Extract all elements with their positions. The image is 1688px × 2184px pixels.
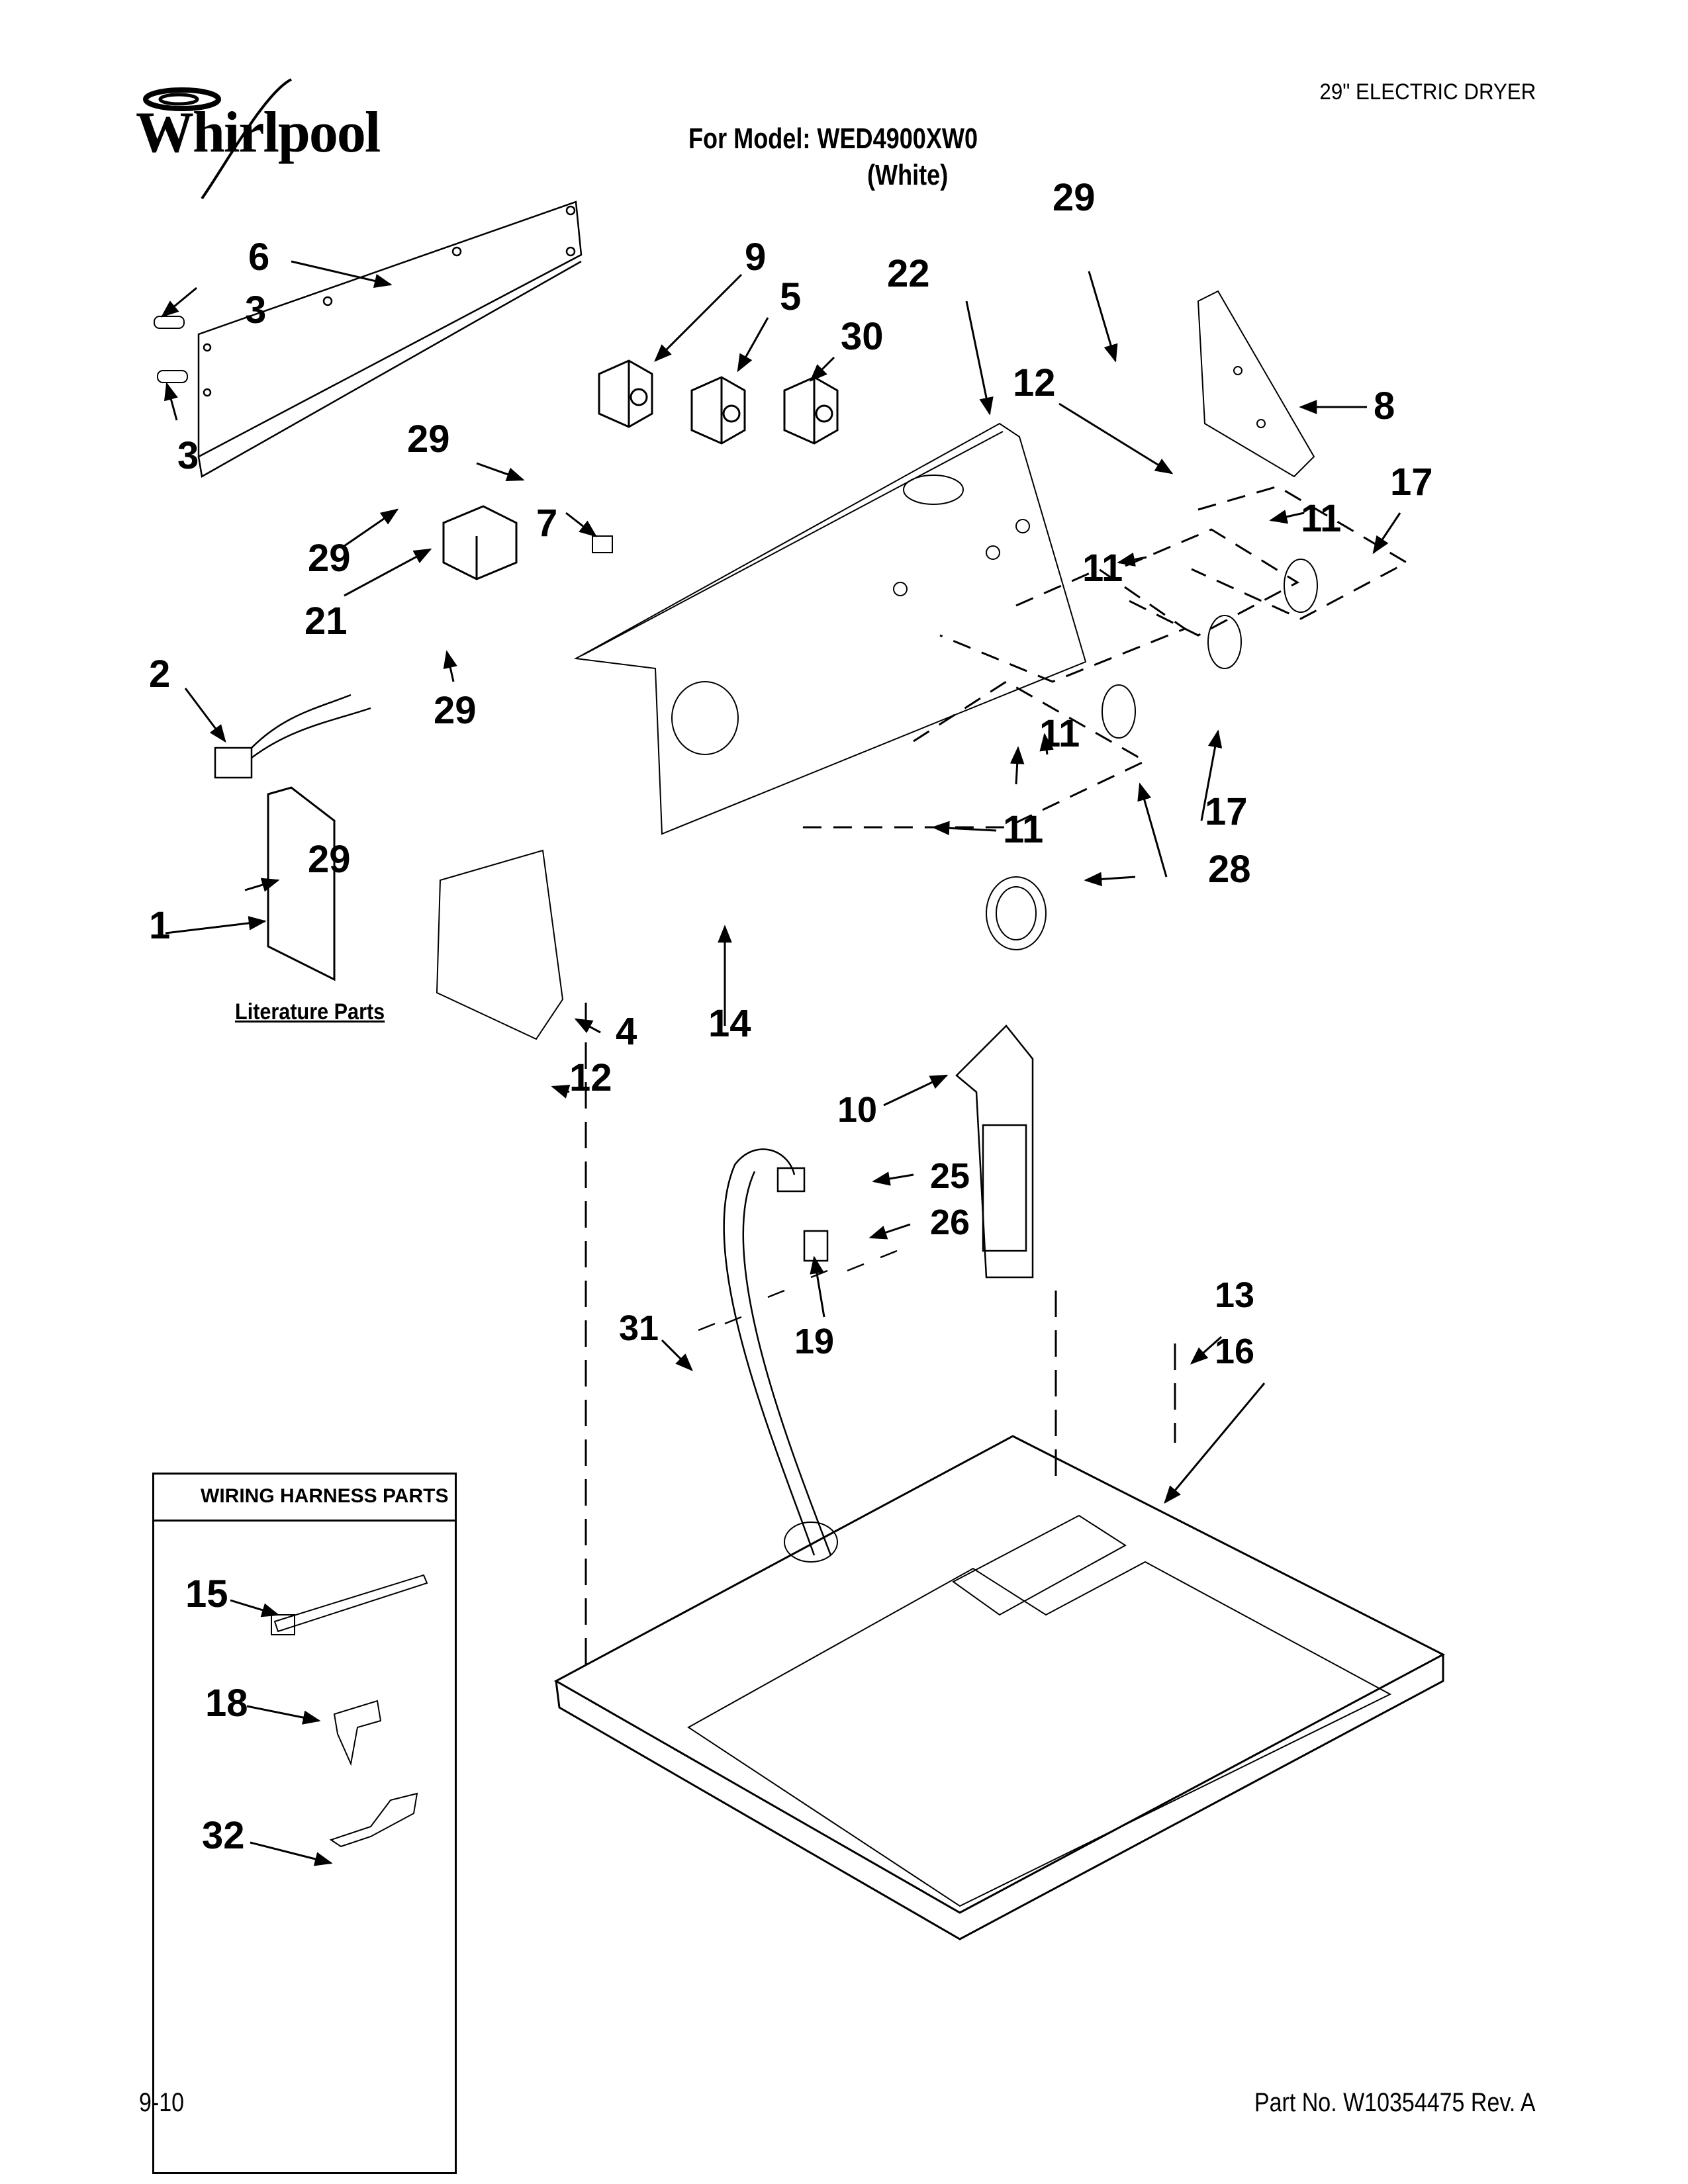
callout-11: 11 — [1039, 712, 1080, 755]
callout-13: 13 — [1215, 1275, 1255, 1315]
part-number: Part No. W10354475 Rev. A — [1254, 2088, 1536, 2117]
wire-harness-icon — [214, 694, 371, 779]
page-code: 9-10 — [139, 2088, 185, 2117]
callout-15: 15 — [185, 1572, 228, 1615]
wiring-harness-parts-box: WIRING HARNESS PARTS — [152, 1473, 457, 2174]
part-7-icon — [592, 535, 613, 553]
literature-parts-label: Literature Parts — [235, 999, 385, 1024]
callout-12: 12 — [569, 1056, 612, 1099]
callout-29: 29 — [407, 418, 450, 461]
callout-7: 7 — [536, 502, 558, 545]
callout-31: 31 — [619, 1308, 659, 1348]
end-cap-icon — [436, 849, 564, 1040]
callout-29: 29 — [308, 537, 351, 580]
callout-19: 19 — [794, 1322, 835, 1361]
callout-4: 4 — [616, 1010, 637, 1053]
callout-12: 12 — [1013, 361, 1056, 404]
callout-21: 21 — [305, 600, 348, 643]
callout-17: 17 — [1390, 461, 1433, 504]
callout-5: 5 — [780, 275, 802, 318]
control-console — [573, 422, 1087, 835]
callout-22: 22 — [887, 252, 930, 295]
callout-30: 30 — [841, 315, 884, 358]
callout-29: 29 — [308, 838, 351, 881]
harness-box-title: WIRING HARNESS PARTS — [201, 1485, 449, 1507]
callout-29: 29 — [1053, 176, 1096, 219]
timer-icon — [442, 505, 518, 580]
callout-11: 11 — [1301, 497, 1342, 540]
callout-25: 25 — [930, 1156, 970, 1196]
model-number-label: For Model: WED4900XW0 — [688, 122, 978, 155]
callout-10: 10 — [837, 1090, 878, 1130]
callout-8: 8 — [1374, 385, 1395, 428]
callout-17: 17 — [1205, 790, 1248, 833]
callout-16: 16 — [1215, 1332, 1255, 1371]
switch-icon — [598, 359, 839, 445]
screw-icon — [154, 316, 188, 383]
callout-11: 11 — [1082, 547, 1123, 590]
brand-logo: Whirlpool — [136, 101, 381, 165]
rear-bracket-panel — [197, 201, 583, 478]
cable-tie-icon — [271, 1574, 428, 1635]
whirlpool-swirl-icon — [143, 78, 292, 200]
product-type-label: 29" ELECTRIC DRYER — [1319, 79, 1536, 105]
literature-booklet-icon — [267, 786, 336, 981]
callout-32: 32 — [202, 1814, 245, 1857]
callout-6: 6 — [248, 236, 270, 279]
callout-3: 3 — [177, 434, 199, 477]
callout-2: 2 — [149, 653, 171, 696]
model-color-label: (White) — [867, 159, 949, 191]
knob-icon — [986, 559, 1318, 950]
lint-screen-icon — [955, 1024, 1034, 1279]
end-cap-bracket — [1197, 290, 1315, 478]
callout-9: 9 — [745, 236, 767, 279]
dryer-top-cabinet — [553, 1435, 1446, 1940]
callout-11: 11 — [1003, 808, 1044, 851]
wire-clip-icon — [333, 1700, 382, 1766]
connector-icon — [776, 1167, 806, 1193]
callout-14: 14 — [708, 1002, 751, 1045]
callout-3: 3 — [245, 289, 267, 332]
wiring-harness-bundle — [698, 1148, 898, 1556]
harness-box-header: WIRING HARNESS PARTS — [154, 1475, 455, 1522]
callout-29: 29 — [434, 689, 477, 732]
terminal-icon — [329, 1792, 418, 1848]
callout-1: 1 — [149, 904, 171, 947]
callout-26: 26 — [930, 1203, 970, 1242]
callout-28: 28 — [1208, 848, 1251, 891]
callout-18: 18 — [205, 1682, 248, 1725]
